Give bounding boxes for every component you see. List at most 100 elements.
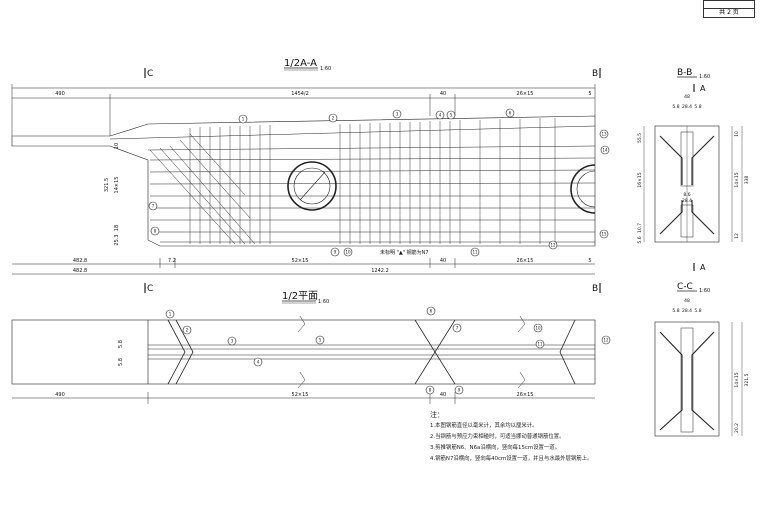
dim-text: 25.3: [114, 234, 120, 245]
callout-label: 1: [169, 312, 172, 317]
section-bb: [643, 125, 743, 243]
dim-text: 28.4: [682, 308, 692, 314]
cut-mark-a-top: A: [700, 84, 706, 93]
callout-label: 8: [154, 229, 157, 234]
note-item: 2.当钢筋与预应力束相碰时，可适当挪动普通钢筋位置。: [430, 434, 565, 440]
dim-text: 48: [684, 94, 690, 100]
note-item: 3.剪推钢筋N6、N6a沿横向，竖向每15cm设置一道。: [430, 445, 561, 451]
cut-mark-a-bottom: A: [700, 263, 706, 272]
elevation-scale: 1:60: [320, 66, 331, 72]
callout-label: 11: [472, 250, 478, 255]
callout-label: 14: [602, 148, 608, 153]
dim-text: 26×15: [517, 258, 534, 264]
dim-text: 5.8: [672, 308, 679, 314]
dim-text: 482.8: [73, 258, 87, 264]
dim-text: 321.5: [744, 373, 750, 386]
dim-text: 8.6: [683, 192, 690, 198]
callout-label: 4: [257, 360, 260, 365]
callout-label: 3: [396, 112, 399, 117]
callout-label: 8: [429, 388, 432, 393]
dim-text: 40: [440, 392, 446, 398]
dim-text: 16×15: [637, 172, 643, 187]
rebar-legend-note: 未标明 "▲" 钢筋为N7: [380, 249, 429, 256]
dim-text: 52×15: [292, 392, 309, 398]
note-item: 1.本图钢筋直径以毫米计，其余均以厘米计。: [430, 423, 538, 429]
dim-text: 10.7: [637, 223, 643, 233]
dim-text: 5.8: [118, 358, 124, 366]
callout-label: 10: [535, 326, 541, 331]
callout-label: 10: [345, 250, 351, 255]
dim-text: 26×15: [517, 392, 534, 398]
dim-text: 28.4: [682, 198, 692, 204]
dim-text: 5: [588, 91, 591, 97]
bottom-dimension-lines: [12, 258, 595, 275]
dim-text: 5.6: [637, 236, 643, 243]
main-callouts: [148, 108, 610, 257]
dim-text: 10: [734, 131, 740, 137]
callout-label: 1: [242, 117, 245, 122]
dim-text: 14×15: [734, 172, 740, 187]
callout-label: 5: [319, 338, 322, 343]
dim-text: 5.8: [694, 104, 701, 110]
section-bb-bars: [659, 135, 715, 235]
callout-label: 9: [334, 250, 337, 255]
cut-mark-b-plan: B: [592, 284, 598, 294]
callout-label: 3: [231, 339, 234, 344]
dim-text: 12: [734, 233, 740, 239]
cut-mark-c-top: C: [147, 69, 153, 79]
cut-mark-c-plan: C: [147, 284, 153, 294]
dim-text: 28.4: [682, 104, 692, 110]
plan-scale: 1:60: [318, 299, 329, 305]
dim-text: 40: [440, 258, 446, 264]
elevation-title: 1/2A-A: [284, 58, 317, 69]
dim-text: 7.2: [168, 258, 176, 264]
vertical-stirrups: [189, 118, 556, 244]
dim-text: 338: [744, 176, 750, 185]
end-diagonal-bars: [149, 133, 256, 245]
dim-text: 482.8: [73, 268, 87, 274]
dim-text: 5: [588, 258, 591, 264]
callout-label: 12: [550, 243, 556, 248]
dim-text: 52×15: [292, 258, 309, 264]
note-item: 4.钢筋N7沿横向，竖向每40cm设置一道，并且与水最外层钢筋上。: [430, 456, 593, 462]
callout-label: 2: [186, 328, 189, 333]
dim-text: 321.5: [104, 178, 110, 192]
notes-title: 注：: [430, 411, 444, 419]
plan-title: 1/2平面: [282, 291, 318, 302]
callout-label: 7: [456, 326, 459, 331]
beam-outline: [11, 115, 596, 247]
plan-callouts: [165, 306, 611, 395]
dim-text: 20.2: [734, 423, 740, 433]
plan-diagonal-bars: [167, 319, 576, 385]
callout-label: 12: [603, 338, 609, 343]
callout-label: 13: [601, 132, 607, 137]
elevation-view: [11, 115, 596, 247]
dim-text: 1242.2: [371, 268, 389, 274]
section-cc-title: C-C: [677, 282, 693, 292]
callout-label: 11: [537, 342, 543, 347]
dim-text: 48: [684, 298, 690, 304]
plan-outline: [11, 319, 596, 385]
callout-label: 9: [458, 388, 461, 393]
section-cc-outline: [654, 321, 720, 437]
callout-label: 15: [601, 232, 607, 237]
page-count-box: 共 2 页: [703, 0, 755, 18]
dim-text: 14×15: [114, 177, 120, 194]
callout-label: 6: [509, 111, 512, 116]
cut-mark-b-top: B: [592, 69, 598, 79]
section-bb-scale: 1:60: [699, 74, 710, 80]
duct-left: [287, 161, 337, 211]
dim-text: 10: [114, 143, 120, 149]
dim-text: 490: [55, 392, 65, 398]
callout-label: 4: [439, 113, 442, 118]
dim-text: 26×15: [517, 91, 534, 97]
longitudinal-bars: [109, 125, 596, 243]
dim-text: 1454/2: [291, 91, 309, 97]
duct-right: [570, 164, 596, 214]
dim-text: 5.8: [672, 104, 679, 110]
notes-block: 注： 1.本图钢筋直径以毫米计，其余均以厘米计。 2.当钢筋与预应力束相碰时，可…: [430, 410, 670, 465]
dim-text: 40: [440, 91, 446, 97]
callout-label: 6: [430, 309, 433, 314]
dim-text: 55.5: [637, 133, 643, 143]
